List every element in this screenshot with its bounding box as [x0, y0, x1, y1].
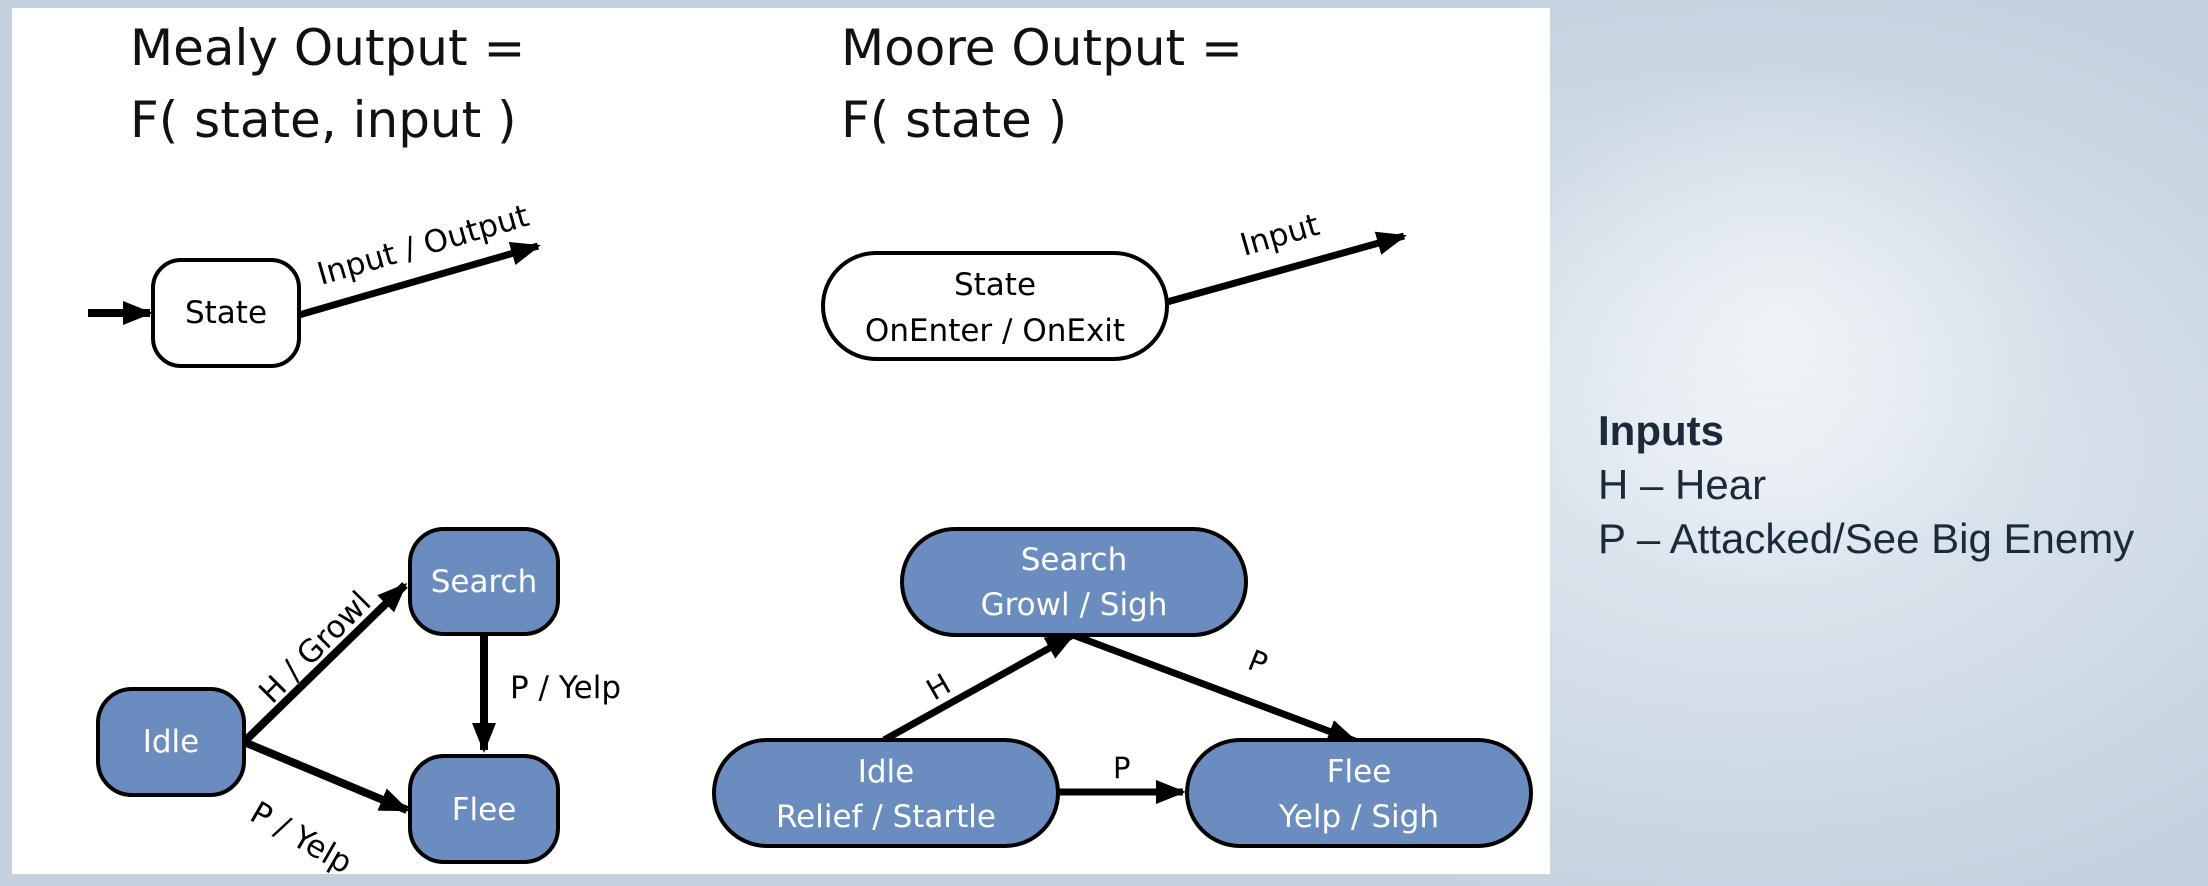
mealy-edge-idle-flee [242, 738, 410, 814]
inputs-legend: Inputs H – Hear P – Attacked/See Big Ene… [1598, 404, 2134, 566]
mealy-label-idle-search: H / Growl [252, 584, 378, 710]
state-machine-diagram: State Input / Output State OnEnter / OnE… [88, 198, 1533, 874]
moore-label-search-flee: P [1243, 643, 1272, 681]
moore-transition-arrow [1166, 231, 1407, 306]
mealy-label-search-flee: P / Yelp [510, 670, 621, 706]
inputs-heading: Inputs [1598, 407, 1724, 454]
moore-node-flee-line1: Flee [1327, 754, 1392, 790]
mealy-example: State Input / Output [88, 198, 541, 368]
mealy-machine: Idle Search Flee H / Growl P / Yelp P / … [96, 527, 621, 874]
mealy-edge-idle-search [241, 582, 408, 745]
moore-title-line1: Moore Output = [841, 19, 1243, 77]
mealy-node-idle-label: Idle [143, 724, 200, 760]
moore-node-idle-line2: Relief / Startle [776, 799, 996, 835]
mealy-node-idle [96, 687, 246, 797]
moore-edge-idle-search [882, 631, 1076, 744]
moore-node-search [900, 527, 1248, 637]
moore-machine: Search Growl / Sigh Idle Relief / Startl… [712, 527, 1533, 848]
mealy-node-flee [408, 754, 560, 864]
moore-node-flee-line2: Yelp / Sigh [1278, 799, 1439, 835]
inputs-item-p: P – Attacked/See Big Enemy [1598, 515, 2135, 562]
moore-state-node [821, 251, 1169, 361]
mealy-title-line2: F( state, input ) [130, 91, 517, 149]
mealy-label-idle-flee: P / Yelp [244, 795, 358, 874]
mealy-node-search-label: Search [431, 564, 538, 600]
moore-title-line2: F( state ) [841, 91, 1068, 149]
slide-panel: Mealy Output = F( state, input ) Moore O… [12, 8, 1550, 874]
moore-example: State OnEnter / OnExit Input [821, 207, 1407, 361]
moore-node-search-line1: Search [1021, 542, 1128, 578]
moore-label-idle-flee: P [1113, 751, 1131, 785]
mealy-title-line1: Mealy Output = [130, 19, 526, 77]
moore-state-line2: OnEnter / OnExit [865, 313, 1125, 349]
mealy-state-label: State [185, 295, 267, 331]
moore-node-idle-line1: Idle [858, 754, 915, 790]
moore-node-flee [1185, 738, 1533, 848]
moore-edge-search-flee [1071, 631, 1358, 745]
moore-transition-label: Input [1236, 207, 1323, 264]
inputs-item-h: H – Hear [1598, 461, 1767, 508]
moore-state-line1: State [954, 267, 1036, 303]
mealy-node-flee-label: Flee [452, 792, 517, 828]
mealy-transition-arrow [298, 241, 541, 319]
mealy-node-search [408, 527, 560, 636]
moore-node-idle [712, 738, 1060, 848]
moore-node-search-line2: Growl / Sigh [981, 587, 1168, 623]
